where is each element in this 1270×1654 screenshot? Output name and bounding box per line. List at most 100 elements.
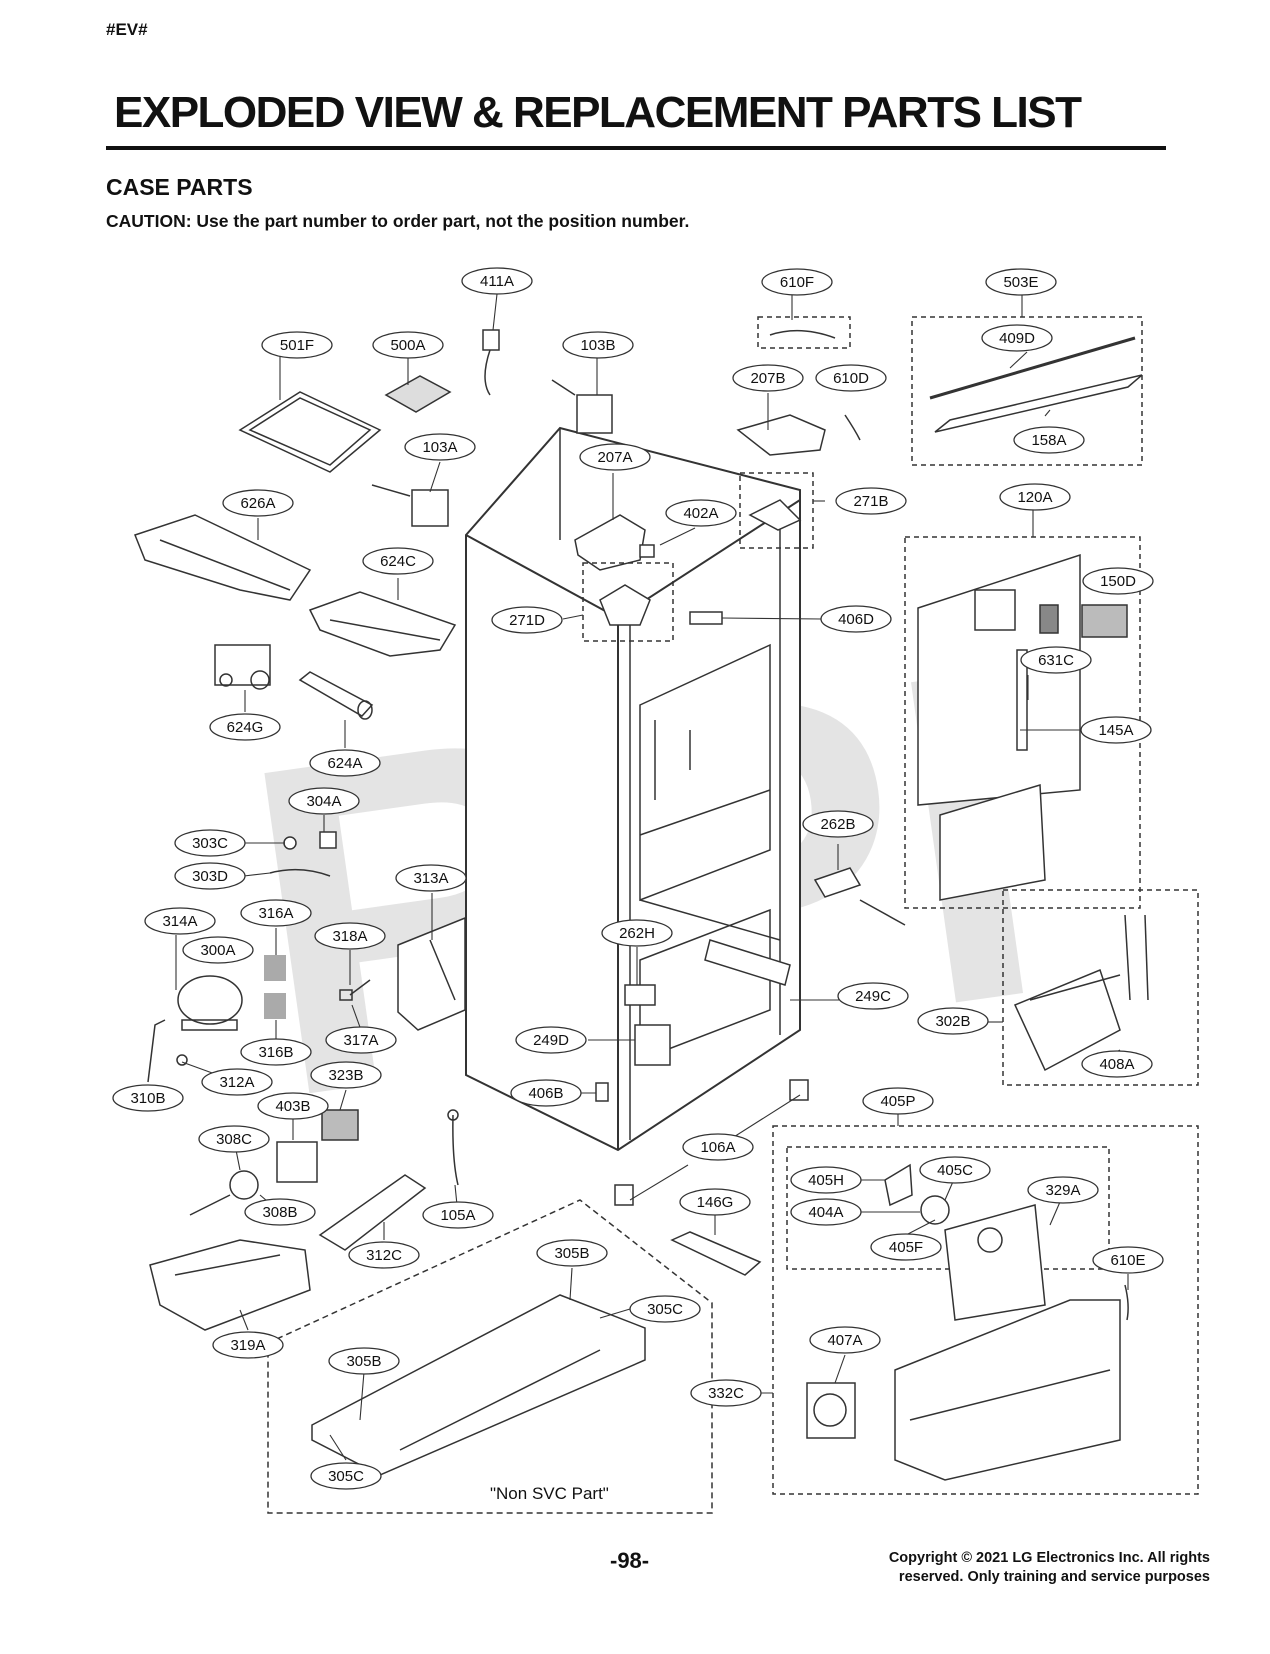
leg-106a [614, 1079, 809, 1206]
callout-313a: 313A [395, 864, 467, 892]
svg-text:318A: 318A [332, 928, 367, 945]
svg-text:624G: 624G [227, 719, 264, 736]
callout-308c: 308C [198, 1125, 270, 1153]
svg-text:405H: 405H [808, 1172, 844, 1189]
fan-308c [189, 1170, 259, 1216]
callout-303d: 303D [174, 862, 246, 890]
svg-text:103B: 103B [580, 337, 615, 354]
callout-305c-top: 305C [629, 1295, 701, 1323]
sensor-303c [283, 836, 297, 850]
caution-note: CAUTION: Use the part number to order pa… [106, 211, 690, 231]
callout-624a: 624A [309, 749, 381, 777]
fan-motor-403b [276, 1141, 318, 1183]
callout-305c-bottom: 305C [310, 1462, 382, 1490]
callout-317a: 317A [325, 1026, 397, 1054]
callout-310b: 310B [112, 1084, 184, 1112]
power-cord-411a [482, 329, 500, 396]
svg-text:405P: 405P [880, 1093, 915, 1110]
callout-158a: 158A [1013, 426, 1085, 454]
callout-406d: 406D [820, 605, 892, 633]
callout-146g: 146G [679, 1188, 751, 1216]
callout-626a: 626A [222, 489, 294, 517]
callout-407a: 407A [809, 1326, 881, 1354]
box-503e [911, 316, 1143, 466]
svg-text:503E: 503E [1003, 274, 1038, 291]
part-249d [634, 1024, 671, 1066]
svg-text:624C: 624C [380, 553, 416, 570]
copyright-line-2: reserved. Only training and service purp… [898, 1569, 1210, 1585]
svg-text:624A: 624A [327, 755, 362, 772]
svg-text:610E: 610E [1110, 1252, 1145, 1269]
tube-310b [147, 1019, 166, 1083]
svg-text:305C: 305C [328, 1468, 364, 1485]
svg-text:313A: 313A [413, 870, 448, 887]
callout-323b: 323B [310, 1061, 382, 1089]
hinge-271b [739, 472, 814, 549]
svg-text:145A: 145A [1098, 722, 1133, 739]
callout-403b: 403B [257, 1092, 329, 1120]
svg-text:402A: 402A [683, 505, 718, 522]
svg-text:304A: 304A [306, 793, 341, 810]
svg-text:406D: 406D [838, 611, 874, 628]
svg-text:610D: 610D [833, 370, 869, 387]
svg-text:404A: 404A [808, 1204, 843, 1221]
svg-text:405F: 405F [889, 1239, 923, 1256]
box-non-svc [267, 1199, 713, 1514]
svg-text:411A: 411A [480, 273, 514, 290]
block-406d [689, 611, 723, 625]
callout-318a: 318A [314, 922, 386, 950]
drawing-art [134, 293, 1199, 1514]
svg-text:249C: 249C [855, 988, 891, 1005]
svg-text:310B: 310B [130, 1090, 165, 1107]
callout-150d: 150D [1082, 567, 1154, 595]
svg-text:158A: 158A [1031, 432, 1066, 449]
svg-text:303D: 303D [192, 868, 228, 885]
svg-text:271B: 271B [853, 493, 888, 510]
svg-text:300A: 300A [200, 942, 235, 959]
svg-text:316B: 316B [258, 1044, 293, 1061]
pad-316a [264, 955, 286, 981]
cover-103a [371, 484, 449, 527]
bracket-262b [813, 867, 906, 926]
svg-text:323B: 323B [328, 1067, 363, 1084]
wire-610f [757, 316, 851, 349]
drain-tray-319a [149, 1239, 311, 1331]
callout-624c: 624C [362, 547, 434, 575]
page-number: -98- [610, 1548, 650, 1573]
callout-303c: 303C [174, 829, 246, 857]
callout-105a: 105A [422, 1201, 494, 1229]
svg-text:308B: 308B [262, 1204, 297, 1221]
callout-labels: 411A 610F 503E 501F 500A 103B 409D 207B … [112, 267, 1164, 1490]
svg-text:146G: 146G [697, 1194, 734, 1211]
callout-312a: 312A [201, 1068, 273, 1096]
svg-text:610F: 610F [780, 274, 814, 291]
callout-120a: 120A [999, 483, 1071, 511]
fan-407a [806, 1382, 856, 1439]
rail-626a [134, 514, 312, 601]
callout-329a: 329A [1027, 1176, 1099, 1204]
callout-145a: 145A [1080, 716, 1152, 744]
cover-312c [318, 1174, 427, 1251]
callout-312c: 312C [348, 1241, 420, 1269]
callout-106a: 106A [682, 1133, 754, 1161]
callout-610e: 610E [1092, 1246, 1164, 1274]
block-402a [639, 544, 655, 558]
svg-text:105A: 105A [440, 1207, 475, 1224]
pcb-500a [384, 375, 452, 413]
wire-610e [1124, 1284, 1129, 1321]
svg-text:103A: 103A [422, 439, 457, 456]
svg-text:262H: 262H [619, 925, 655, 942]
rail-249c [704, 939, 791, 986]
callout-411a: 411A [461, 267, 533, 295]
svg-text:406B: 406B [528, 1085, 563, 1102]
non-svc-part-note: "Non SVC Part" [490, 1484, 609, 1503]
svg-text:409D: 409D [999, 330, 1035, 347]
heater-323b [321, 1109, 359, 1141]
callout-302b: 302B [917, 1007, 989, 1035]
section-heading: CASE PARTS [106, 174, 253, 200]
callout-409d: 409D [981, 324, 1053, 352]
title-rule [106, 146, 1166, 150]
svg-text:403B: 403B [275, 1098, 310, 1115]
page-title: EXPLODED VIEW & REPLACEMENT PARTS LIST [114, 88, 1082, 137]
